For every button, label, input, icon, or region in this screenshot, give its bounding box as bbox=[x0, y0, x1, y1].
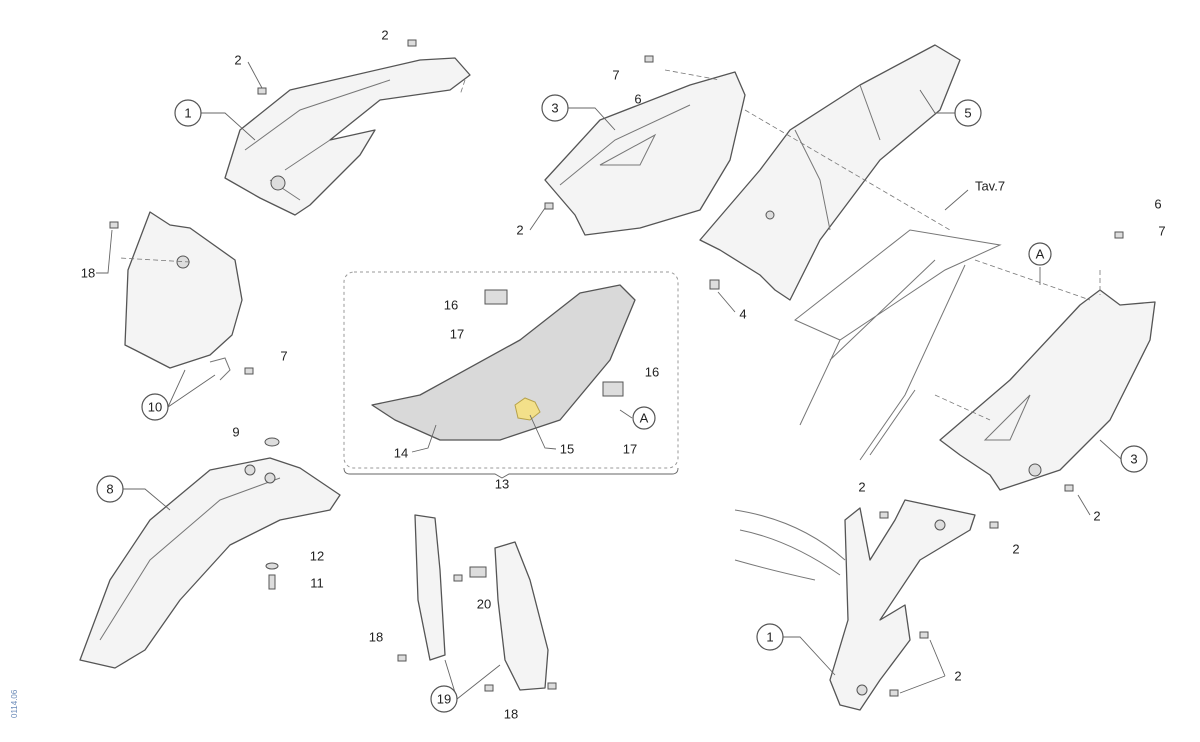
callout-3: 3 bbox=[541, 94, 616, 131]
callout-2: 2 bbox=[1077, 494, 1101, 524]
callout-14: 14 bbox=[394, 424, 437, 461]
svg-text:18: 18 bbox=[369, 630, 383, 645]
callout-16: 16 bbox=[444, 298, 458, 313]
callout-9: 9 bbox=[232, 425, 239, 440]
callout-2: 2 bbox=[516, 207, 546, 238]
svg-text:16: 16 bbox=[444, 298, 458, 313]
callout-tav7: Tav.7 bbox=[944, 179, 1005, 211]
svg-text:17: 17 bbox=[623, 442, 637, 457]
svg-text:14: 14 bbox=[394, 446, 408, 461]
svg-text:7: 7 bbox=[1158, 224, 1165, 239]
callout-20: 20 bbox=[477, 597, 491, 612]
callout-7: 7 bbox=[1158, 224, 1165, 239]
callout-3: 3 bbox=[1099, 439, 1148, 473]
svg-text:20: 20 bbox=[477, 597, 491, 612]
callout-8: 8 bbox=[96, 475, 171, 511]
part-side-cover-top bbox=[544, 71, 746, 236]
svg-text:3: 3 bbox=[1130, 452, 1137, 467]
callout-A: A bbox=[619, 406, 656, 430]
callout-15: 15 bbox=[529, 414, 574, 457]
svg-text:15: 15 bbox=[560, 442, 574, 457]
part-subframe-reference bbox=[794, 229, 1002, 461]
part-rear-fender bbox=[699, 44, 961, 301]
callout-10: 10 bbox=[141, 369, 216, 421]
callout-17: 17 bbox=[623, 442, 637, 457]
callout-18: 18 bbox=[504, 707, 518, 722]
svg-text:2: 2 bbox=[1012, 542, 1019, 557]
seat-label-sticker bbox=[514, 397, 541, 421]
callout-2: 2 bbox=[1012, 542, 1019, 557]
svg-text:2: 2 bbox=[381, 28, 388, 43]
callout-2: 2 bbox=[899, 639, 962, 694]
drawing-code: 0114.06 bbox=[10, 689, 19, 718]
svg-text:8: 8 bbox=[106, 482, 113, 497]
svg-text:18: 18 bbox=[504, 707, 518, 722]
svg-text:5: 5 bbox=[964, 106, 971, 121]
svg-text:6: 6 bbox=[1154, 197, 1161, 212]
svg-text:10: 10 bbox=[148, 400, 162, 415]
svg-text:A: A bbox=[640, 411, 649, 426]
callout-A: A bbox=[1028, 242, 1052, 285]
part-front-fender bbox=[79, 457, 341, 669]
svg-text:9: 9 bbox=[232, 425, 239, 440]
callout-12: 12 bbox=[310, 549, 324, 564]
svg-text:Tav.7: Tav.7 bbox=[975, 179, 1005, 194]
callout-19: 19 bbox=[430, 659, 501, 713]
callout-1: 1 bbox=[756, 623, 836, 676]
svg-text:3: 3 bbox=[551, 101, 558, 116]
svg-text:13: 13 bbox=[495, 477, 509, 492]
callout-2: 2 bbox=[858, 480, 865, 495]
callout-16: 16 bbox=[645, 365, 659, 380]
svg-text:12: 12 bbox=[310, 549, 324, 564]
callout-5: 5 bbox=[919, 89, 982, 127]
svg-text:2: 2 bbox=[234, 53, 241, 68]
svg-text:17: 17 bbox=[450, 327, 464, 342]
svg-text:16: 16 bbox=[645, 365, 659, 380]
svg-text:2: 2 bbox=[858, 480, 865, 495]
seat-group-box bbox=[343, 271, 679, 479]
svg-text:6: 6 bbox=[634, 92, 641, 107]
svg-text:4: 4 bbox=[739, 307, 746, 322]
screws bbox=[109, 39, 1124, 697]
svg-text:2: 2 bbox=[1093, 509, 1100, 524]
svg-text:A: A bbox=[1036, 247, 1045, 262]
callout-2: 2 bbox=[234, 53, 263, 89]
svg-text:18: 18 bbox=[81, 266, 95, 281]
callout-6: 6 bbox=[634, 92, 641, 107]
part-side-panel-bottom-right bbox=[734, 499, 976, 711]
svg-text:19: 19 bbox=[437, 692, 451, 707]
svg-text:11: 11 bbox=[310, 576, 324, 591]
callout-4: 4 bbox=[717, 291, 747, 322]
callout-18: 18 bbox=[81, 229, 113, 281]
callout-11: 11 bbox=[310, 576, 324, 591]
svg-text:2: 2 bbox=[516, 223, 523, 238]
svg-text:7: 7 bbox=[612, 68, 619, 83]
assembly-lines bbox=[119, 69, 1101, 421]
part-front-number-plate bbox=[124, 211, 243, 381]
seat bbox=[371, 284, 636, 441]
callout-18: 18 bbox=[369, 630, 383, 645]
part-side-cover-right bbox=[939, 289, 1156, 491]
callout-2: 2 bbox=[381, 28, 388, 43]
callout-7: 7 bbox=[280, 349, 287, 364]
svg-text:1: 1 bbox=[766, 630, 773, 645]
part-fork-guards bbox=[414, 514, 549, 691]
callout-1: 1 bbox=[174, 99, 256, 141]
callout-17: 17 bbox=[450, 327, 464, 342]
svg-text:2: 2 bbox=[954, 669, 961, 684]
callout-13: 13 bbox=[495, 477, 509, 492]
svg-text:7: 7 bbox=[280, 349, 287, 364]
callout-7: 7 bbox=[612, 68, 619, 83]
part-side-panel-top-left bbox=[224, 57, 471, 216]
callout-6: 6 bbox=[1154, 197, 1161, 212]
callouts: 1 2 2 3 7 6 2 5 Tav.7 6 7 A 4 18 7 10 16… bbox=[81, 28, 1166, 722]
svg-text:1: 1 bbox=[184, 106, 191, 121]
